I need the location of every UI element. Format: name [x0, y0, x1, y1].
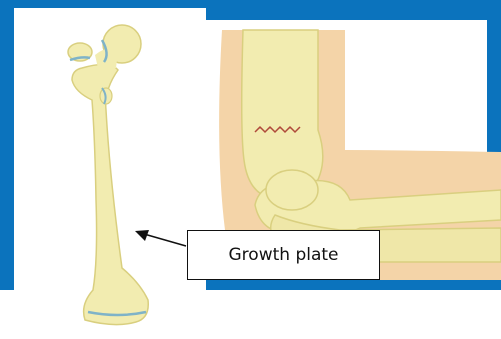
growth-plate-label-text: Growth plate — [229, 245, 339, 265]
growth-plate-label: Growth plate — [187, 230, 380, 280]
white-bottom — [0, 290, 501, 339]
elbow-condyle — [266, 170, 318, 210]
